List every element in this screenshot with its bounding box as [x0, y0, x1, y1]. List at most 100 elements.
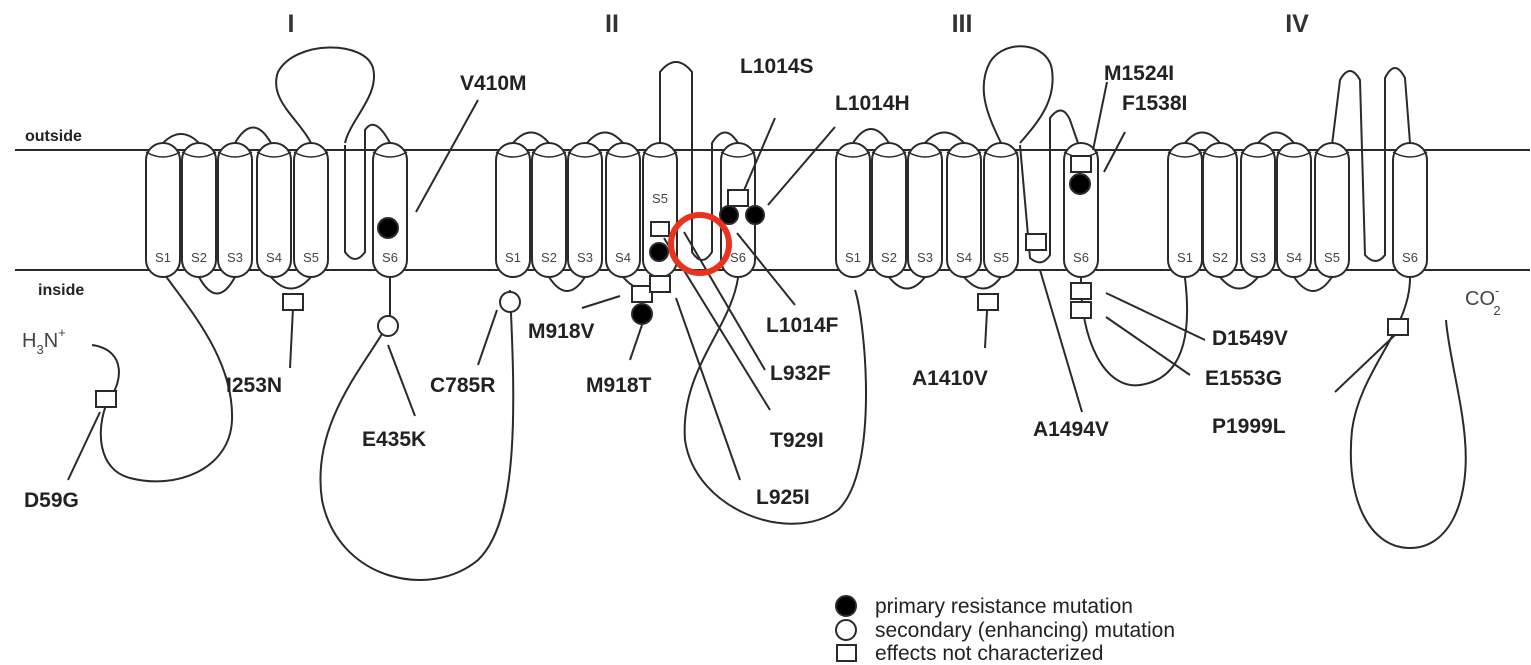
- n-terminus-label: H3N+: [22, 325, 66, 357]
- segment-label-iii-s1: S1: [845, 250, 861, 265]
- domain-label-iv: IV: [1285, 10, 1309, 38]
- helix-i-s4: [256, 142, 292, 278]
- primary-mutation-marker-l1014f: [719, 205, 739, 225]
- mutation-label-v410m: V410M: [460, 72, 527, 95]
- mutation-label-l925i: L925I: [756, 486, 810, 509]
- mutation-label-d1549v: D1549V: [1212, 327, 1288, 350]
- domain-i-pore-hairpin: [344, 123, 391, 260]
- domain-iii-extracellular-loops: [852, 45, 1054, 144]
- domain-iii-pore-hairpin: [1019, 109, 1079, 264]
- uncharacterized-marker-a1494v: [1025, 233, 1047, 251]
- uncharacterized-marker-a1410v: [977, 293, 999, 311]
- segment-label-iv-s3: S3: [1250, 250, 1266, 265]
- helix-iii-s3: [907, 142, 943, 278]
- leader-lines: [67, 81, 1396, 481]
- segment-label-ii-s1: S1: [505, 250, 521, 265]
- domain-label-iii: III: [952, 10, 973, 38]
- segment-label-i-s5: S5: [303, 250, 319, 265]
- helix-i-s6: [372, 142, 408, 278]
- helix-caps: [145, 151, 1428, 158]
- uncharacterized-marker-p1999l: [1387, 318, 1409, 336]
- uncharacterized-marker-d59g: [95, 390, 117, 408]
- segment-label-iv-s5: S5: [1324, 250, 1340, 265]
- legend-uncharacterized-label: effects not characterized: [875, 642, 1103, 665]
- primary-mutation-marker-l1014h: [745, 205, 765, 225]
- helix-iii-s4: [946, 142, 982, 278]
- segment-label-ii-s5: S5: [652, 191, 668, 206]
- helix-iv-s5: [1314, 142, 1350, 278]
- n-terminus-loop: [91, 274, 234, 483]
- helix-ii-s4: [605, 142, 641, 278]
- helix-i-s3: [217, 142, 253, 278]
- segment-label-iii-s6: S6: [1073, 250, 1089, 265]
- mutation-label-a1494v: A1494V: [1033, 418, 1109, 441]
- mutation-label-l1014h: L1014H: [835, 92, 910, 115]
- helix-iv-s4: [1276, 142, 1312, 278]
- segment-label-iii-s5: S5: [993, 250, 1009, 265]
- mutation-label-l1014f: L1014F: [766, 314, 839, 337]
- highlight-circle: [668, 212, 732, 276]
- segment-label-ii-s3: S3: [577, 250, 593, 265]
- helix-i-s1: [145, 142, 181, 278]
- domain-i-ii-linker: [319, 278, 515, 581]
- uncharacterized-marker-l1014s: [727, 189, 749, 207]
- helix-ii-s3: [567, 142, 603, 278]
- domain-i-extracellular-loops: [162, 46, 376, 144]
- mutation-label-c785r: C785R: [430, 374, 495, 397]
- mutation-label-i253n: I253N: [226, 374, 282, 397]
- mutation-label-m1524i: M1524I: [1104, 62, 1174, 85]
- uncharacterized-marker-m1524i: [1070, 155, 1092, 173]
- segment-label-i-s6: S6: [382, 250, 398, 265]
- segment-label-iii-s4: S4: [956, 250, 972, 265]
- legend-secondary-marker: [835, 619, 857, 641]
- uncharacterized-marker-e1553g: [1070, 301, 1092, 319]
- helix-iv-s6: [1392, 142, 1428, 278]
- primary-mutation-marker-v410m: [377, 217, 399, 239]
- mutation-label-d59g: D59G: [24, 489, 79, 512]
- helix-iv-s3: [1240, 142, 1276, 278]
- segment-label-iv-s1: S1: [1177, 250, 1193, 265]
- outside-label: outside: [25, 128, 82, 145]
- segment-label-ii-s6: S6: [730, 250, 746, 265]
- segment-label-i-s2: S2: [191, 250, 207, 265]
- legend-primary-label: primary resistance mutation: [875, 595, 1133, 618]
- secondary-mutation-marker-c785r: [499, 291, 521, 313]
- domain-i-intracellular-loops: [198, 276, 312, 295]
- uncharacterized-marker-d1549v: [1070, 282, 1092, 300]
- segment-label-ii-s2: S2: [541, 250, 557, 265]
- helix-i-s2: [181, 142, 217, 278]
- domain-label-ii: II: [605, 10, 619, 38]
- uncharacterized-marker-i253n: [282, 293, 304, 311]
- segment-label-ii-s4: S4: [615, 250, 631, 265]
- helix-ii-s2: [531, 142, 567, 278]
- primary-mutation-marker-t929i: [649, 242, 669, 262]
- mutation-label-p1999l: P1999L: [1212, 415, 1286, 438]
- c-terminus-loop: [1349, 277, 1467, 550]
- helix-iii-s2: [871, 142, 907, 278]
- mutation-label-a1410v: A1410V: [912, 367, 988, 390]
- domain-iii-intracellular-loops: [888, 276, 1002, 290]
- primary-mutation-marker-m918t: [631, 303, 653, 325]
- segment-label-iii-s2: S2: [881, 250, 897, 265]
- segment-label-iv-s4: S4: [1286, 250, 1302, 265]
- inside-label: inside: [38, 282, 84, 299]
- segment-label-i-s1: S1: [155, 250, 171, 265]
- legend: primary resistance mutation secondary (e…: [835, 595, 1175, 665]
- mutation-label-e435k: E435K: [362, 428, 426, 451]
- mutation-label-e1553g: E1553G: [1205, 367, 1282, 390]
- segment-label-iv-s6: S6: [1402, 250, 1418, 265]
- helix-iii-s5: [983, 142, 1019, 278]
- mutation-label-t929i: T929I: [770, 429, 824, 452]
- helix-iii-s1: [835, 142, 871, 278]
- uncharacterized-marker-m918v: [631, 285, 653, 303]
- domain-iv-extracellular-loops: [1184, 67, 1411, 262]
- legend-uncharacterized-marker: [836, 644, 857, 662]
- helix-i-s5: [293, 142, 329, 278]
- mutation-label-l1014s: L1014S: [740, 55, 814, 78]
- primary-mutation-marker-f1538i: [1069, 173, 1091, 195]
- uncharacterized-marker-l932f: [650, 221, 670, 237]
- secondary-mutation-marker-e435k: [377, 315, 399, 337]
- legend-secondary-label: secondary (enhancing) mutation: [875, 619, 1175, 642]
- segment-label-iii-s3: S3: [917, 250, 933, 265]
